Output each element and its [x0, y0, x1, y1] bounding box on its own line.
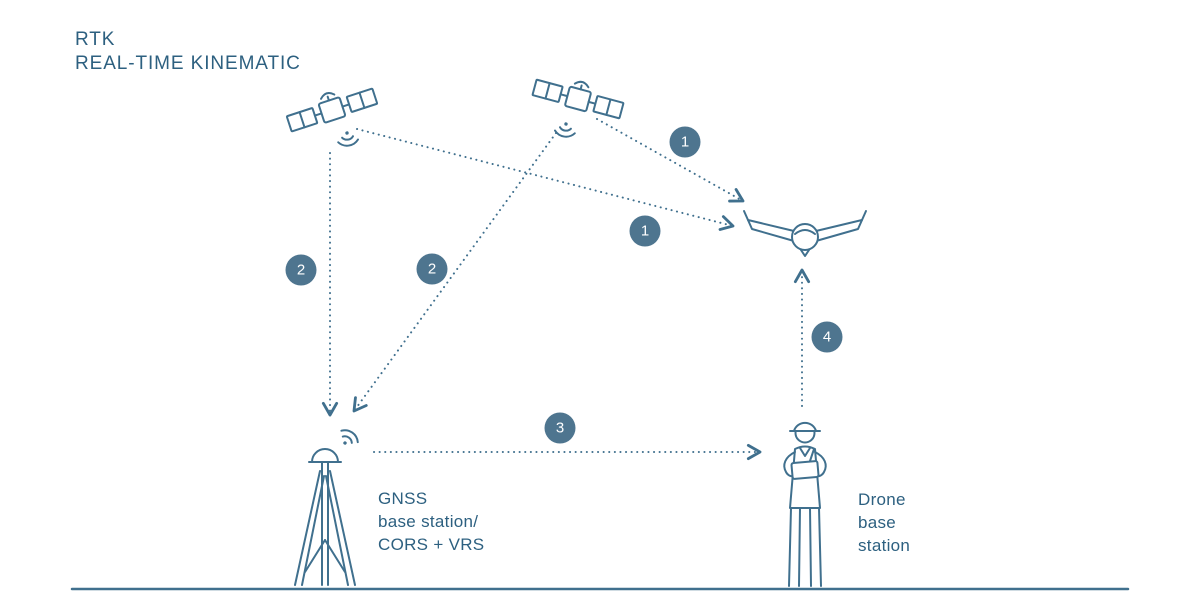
- drone-label-line1: Drone: [858, 490, 906, 509]
- step-badge-4: 4: [811, 321, 843, 353]
- step-badge-1-lower: 1: [629, 215, 661, 247]
- drone-label-line3: station: [858, 536, 911, 555]
- gnss-base-station-label: GNSS base station/ CORS + VRS: [378, 487, 484, 556]
- wifi-signal-icon: [334, 425, 362, 452]
- page-title: RTK REAL-TIME KINEMATIC: [75, 28, 301, 76]
- drone-operator-icon: [783, 421, 827, 587]
- satellite-icon: [530, 69, 627, 122]
- gnss-base-station-tripod-icon: [294, 448, 356, 586]
- step-badge-1-upper: 1: [669, 126, 701, 158]
- gnss-label-line1: GNSS: [378, 489, 428, 508]
- satellite-icon: [282, 78, 379, 135]
- arrow-satellite-right-to-drone: [596, 118, 745, 203]
- step-badge-2-left: 2: [285, 254, 317, 286]
- signal-arrows: [321, 118, 811, 461]
- fixed-wing-drone-icon: [743, 210, 867, 257]
- title-line2: REAL-TIME KINEMATIC: [75, 53, 301, 74]
- wifi-signal-icon: [335, 128, 360, 148]
- title-line1: RTK: [75, 29, 116, 50]
- gnss-label-line3: CORS + VRS: [378, 535, 485, 554]
- drone-label-line2: base: [858, 513, 897, 532]
- drone-base-station-label: Drone base station: [858, 488, 910, 557]
- arrow-satellite-right-to-base: [352, 132, 557, 413]
- step-badge-2-right: 2: [416, 253, 448, 285]
- step-badge-3: 3: [544, 412, 576, 444]
- wifi-signal-icon: [553, 119, 578, 139]
- gnss-label-line2: base station/: [378, 512, 479, 531]
